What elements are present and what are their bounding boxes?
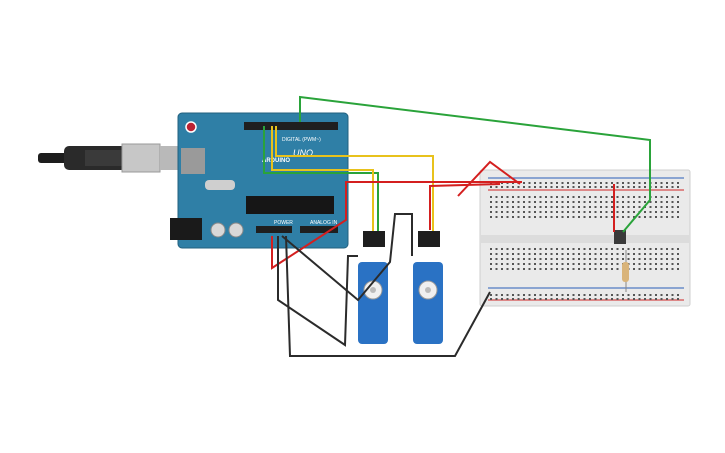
servo-1-connector xyxy=(363,231,385,247)
breadboard-holes xyxy=(490,182,679,300)
reset-button[interactable] xyxy=(185,121,197,133)
usb-port xyxy=(181,148,205,174)
power-jack xyxy=(170,218,202,240)
analog-header xyxy=(300,226,338,233)
wire-yellow-servo1 xyxy=(271,126,374,231)
brand-label: ARDUINO xyxy=(262,158,290,164)
resistor[interactable] xyxy=(622,262,629,282)
servo-1[interactable] xyxy=(358,231,388,344)
microcontroller-chip xyxy=(246,196,334,214)
board-pcb xyxy=(177,112,349,249)
wire-red-rail xyxy=(457,160,521,197)
wire-black-servo1 xyxy=(277,236,358,347)
pushbutton[interactable] xyxy=(614,230,626,244)
breadboard[interactable] xyxy=(479,169,691,307)
servo-2[interactable] xyxy=(413,231,443,344)
digital-label: DIGITAL (PWM~) xyxy=(282,137,321,143)
usb-cable[interactable] xyxy=(38,143,182,173)
board-name-label: UNO xyxy=(293,148,313,158)
crystal xyxy=(205,180,235,190)
digital-header xyxy=(244,122,338,130)
capacitor-1 xyxy=(210,222,226,238)
wire-red-servo2 xyxy=(429,183,501,230)
wire-red-power xyxy=(271,181,522,270)
power-label: POWER xyxy=(274,220,293,226)
wire-green-servo1 xyxy=(263,126,379,231)
center-channel xyxy=(480,235,690,243)
wire-black-ground xyxy=(285,235,491,357)
wire-yellow-servo2 xyxy=(275,126,434,231)
wire-green-button xyxy=(299,95,651,233)
analog-label: ANALOG IN xyxy=(310,220,338,226)
servo-2-connector xyxy=(418,231,440,247)
capacitor-2 xyxy=(228,222,244,238)
wires xyxy=(263,95,651,357)
wire-black-servo2 xyxy=(281,213,413,302)
arduino-board[interactable]: DIGITAL (PWM~) ARDUINO UNO POWER ANALOG … xyxy=(170,112,349,249)
power-header xyxy=(256,226,292,233)
